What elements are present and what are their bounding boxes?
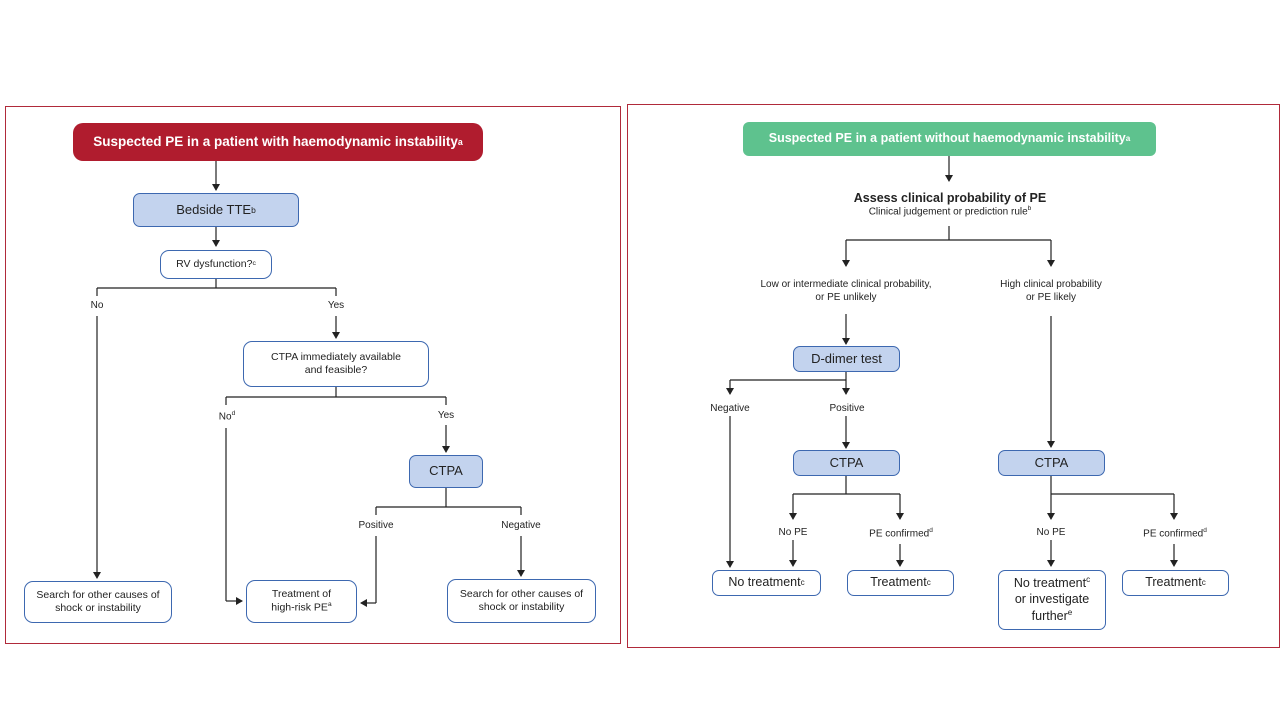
no-d-label: Nod	[212, 410, 242, 423]
no-pe-label-2: No PE	[1036, 527, 1066, 538]
search1-line2: shock or instability	[55, 602, 141, 614]
no-treat-inv-line3-sup: e	[1067, 607, 1073, 617]
assess-subtitle: Clinical judgement or prediction rule	[868, 206, 1028, 218]
no-treat-inv-line3: further	[1031, 608, 1068, 623]
ctpa-box-right: CTPA	[998, 450, 1105, 476]
high-line2: or PE likely	[1025, 292, 1076, 303]
stable-pe-title-sup: a	[1125, 133, 1131, 143]
negative-label: Negative	[501, 520, 541, 531]
no-treat-inv-line2: or investigate	[1014, 592, 1090, 607]
stable-pe-title-text: Suspected PE in a patient without haemod…	[768, 131, 1126, 146]
positive-label: Positive	[358, 520, 394, 531]
no-d-text: No	[218, 411, 232, 423]
stable-pe-title: Suspected PE in a patient without haemod…	[743, 122, 1156, 156]
pe-confirmed-2-sup: d	[1203, 527, 1207, 534]
high-line1: High clinical probability	[1000, 279, 1102, 290]
treatment-2-text: Treatment	[1145, 575, 1202, 590]
unstable-pe-title-sup: a	[457, 136, 463, 147]
search-other-causes-box-1: Search for other causes of shock or inst…	[24, 581, 172, 623]
ctpa-available-line2: and feasible?	[304, 364, 368, 376]
low-line1: Low or intermediate clinical probability…	[760, 279, 932, 290]
yes-label: Yes	[327, 300, 345, 311]
search2-line2: shock or instability	[478, 601, 565, 613]
high-probability-label: High clinical probability or PE likely	[981, 278, 1121, 304]
treatment-1-text: Treatment	[870, 575, 927, 590]
no-treat-inv-line1: No treatment	[1013, 576, 1087, 591]
low-line2: or PE unlikely	[815, 292, 877, 303]
no-d-sup: d	[231, 410, 236, 417]
pe-confirmed-1-text: PE confirmed	[869, 528, 930, 540]
ctpa-available-line1: CTPA immediately available	[271, 350, 401, 363]
bedside-tte-sup: b	[251, 204, 256, 215]
no-treatment-text: No treatment	[728, 575, 801, 590]
low-probability-label: Low or intermediate clinical probability…	[736, 278, 956, 304]
no-pe-label-1: No PE	[778, 527, 808, 538]
assess-heading: Assess clinical probability of PE	[853, 191, 1047, 205]
treatment-2-sup: c	[1201, 577, 1206, 587]
no-treatment-investigate-box: No treatmentc or investigate furthere	[998, 570, 1106, 630]
pe-confirmed-1-sup: d	[929, 527, 933, 534]
treatment-line2: high-risk PE	[271, 601, 328, 614]
pe-confirmed-2-text: PE confirmed	[1143, 528, 1204, 540]
search1-line1: Search for other causes of	[36, 588, 160, 601]
treatment-1-sup: c	[926, 577, 931, 587]
d-dimer-box: D-dimer test	[793, 346, 900, 372]
no-treat-inv-line1-sup: c	[1086, 575, 1091, 585]
pe-confirmed-label-1: PE confirmedd	[862, 527, 940, 540]
search2-line1: Search for other causes of	[459, 587, 584, 600]
positive-label-right: Positive	[829, 403, 865, 414]
ctpa-available-box: CTPA immediately available and feasible?	[243, 341, 429, 387]
treatment-line1: Treatment of	[271, 588, 332, 601]
ctpa-box-middle: CTPA	[793, 450, 900, 476]
bedside-tte-text: Bedside TTE	[176, 201, 252, 217]
ctpa-box-left: CTPA	[409, 455, 483, 488]
no-treatment-sup: c	[800, 577, 805, 587]
treatment-sup: a	[327, 601, 332, 609]
right-flowchart-frame	[627, 104, 1280, 648]
negative-label-right: Negative	[710, 403, 750, 414]
rv-dysfunction-box: RV dysfunction?c	[160, 250, 272, 279]
search-other-causes-box-2: Search for other causes of shock or inst…	[447, 579, 596, 623]
yes-label-2: Yes	[437, 410, 455, 421]
no-label: No	[90, 300, 104, 311]
rv-dysfunction-sup: c	[252, 260, 256, 268]
unstable-pe-title-text: Suspected PE in a patient with haemodyna…	[93, 133, 458, 149]
assess-clinical-probability: Assess clinical probability of PE Clinic…	[800, 191, 1100, 217]
assess-subtitle-sup: b	[1027, 205, 1032, 212]
rv-dysfunction-text: RV dysfunction?	[176, 257, 253, 270]
treatment-high-risk-box: Treatment of high-risk PEa	[246, 580, 357, 623]
pe-confirmed-label-2: PE confirmedd	[1136, 527, 1214, 540]
unstable-pe-title: Suspected PE in a patient with haemodyna…	[73, 123, 483, 161]
